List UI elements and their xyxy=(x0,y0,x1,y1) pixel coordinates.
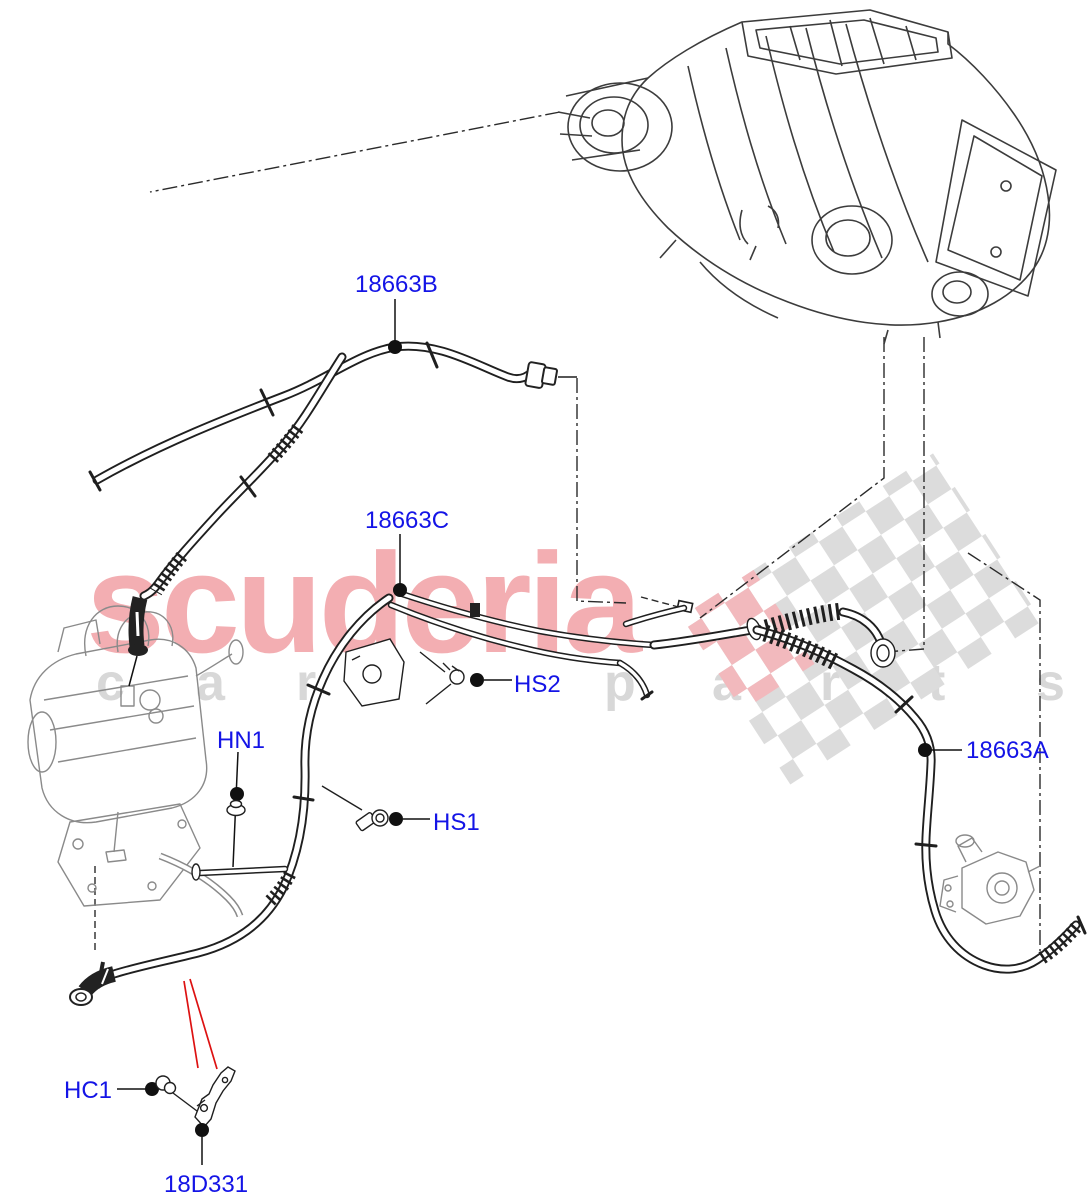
phantom-line-quickconnect xyxy=(576,378,627,604)
part-dot-HS1 xyxy=(389,812,403,826)
elbow-quick-connect xyxy=(69,961,117,1006)
part-dot-18663B xyxy=(388,340,402,354)
part-label-HN1[interactable]: HN1 xyxy=(217,727,265,754)
part-dot-18D331 xyxy=(195,1123,209,1137)
hose-assembly-18663A xyxy=(746,617,1087,974)
part-label-18663B[interactable]: 18663B xyxy=(355,271,438,298)
hose-clamp xyxy=(239,475,257,498)
part-label-18663A[interactable]: 18663A xyxy=(966,737,1049,764)
part-dot-18663C xyxy=(393,583,407,597)
hose-assembly-18663B xyxy=(88,341,577,687)
part-dot-HS2 xyxy=(470,673,484,687)
hose-clamp xyxy=(259,388,275,417)
phantom-line-hvac-1 xyxy=(699,337,885,619)
checker-pink-area xyxy=(681,569,815,711)
connector-cap xyxy=(128,644,148,656)
aux-heater-unit xyxy=(27,605,244,918)
watermark-letter: s xyxy=(1036,654,1065,712)
hvac-unit xyxy=(557,9,1057,345)
corrugated-cuff xyxy=(763,602,844,637)
hose-end-cap xyxy=(88,470,102,492)
hose-clamp xyxy=(425,341,439,369)
pipe-fitting xyxy=(470,603,480,617)
watermark-letter: c xyxy=(96,654,125,712)
hose-end-flange xyxy=(870,638,896,668)
red-pointer-line xyxy=(183,980,199,1069)
part-label-HS1[interactable]: HS1 xyxy=(433,809,480,836)
hose-callouts xyxy=(388,299,962,757)
part-dot-18663A xyxy=(918,743,932,757)
part-label-18663C[interactable]: 18663C xyxy=(365,507,449,534)
corrugated-cuff xyxy=(762,624,839,670)
pipe-bracket xyxy=(343,638,405,707)
hose-clamp xyxy=(306,683,331,696)
phantom-line-pump xyxy=(967,552,1041,951)
connector-leader-line xyxy=(128,655,138,687)
mounting-bracket-18D331 xyxy=(183,978,236,1165)
part-dot-HC1 xyxy=(145,1082,159,1096)
aux-water-pump xyxy=(939,834,1041,925)
stub-open-end xyxy=(191,863,201,881)
corrugated-cuff xyxy=(267,424,304,464)
hose-clamp xyxy=(894,695,914,714)
part-label-HC1[interactable]: HC1 xyxy=(64,1077,112,1104)
hose-end-cap xyxy=(1076,915,1087,935)
red-pointer-line xyxy=(189,978,218,1070)
quick-connect-fitting xyxy=(524,361,558,389)
fastener-HN1 xyxy=(226,751,246,868)
fastener-HS2 xyxy=(419,651,512,705)
watermark-letter: a xyxy=(196,654,226,712)
clip-HC1 xyxy=(117,1075,198,1112)
hose-clamp xyxy=(292,795,315,802)
corrugated-cuff xyxy=(1038,920,1083,964)
phantom-line-left xyxy=(149,111,561,193)
pump-leader-line xyxy=(1027,865,1041,873)
fastener-HS1 xyxy=(321,785,430,832)
part-label-HS2[interactable]: HS2 xyxy=(514,671,561,698)
part-labels: 18663B 18663C 18663A HN1 HS2 HS1 HC1 18D… xyxy=(64,271,1049,1198)
heater-inlet-fitting xyxy=(120,685,135,707)
part-dot-HN1 xyxy=(230,787,244,801)
part-label-18D331[interactable]: 18D331 xyxy=(164,1171,248,1198)
hose-clamp xyxy=(914,842,938,848)
